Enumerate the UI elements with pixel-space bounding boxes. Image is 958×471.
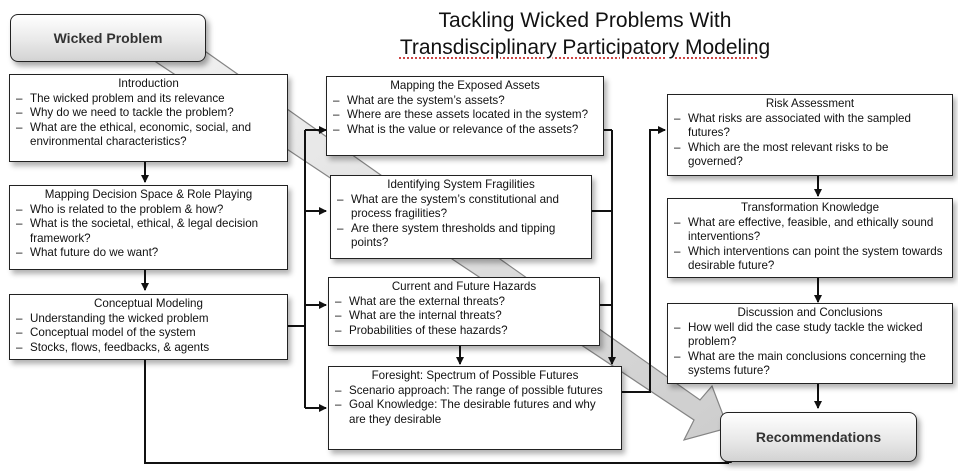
list-item: The wicked problem and its relevance <box>16 92 281 107</box>
list-item: Understanding the wicked problem <box>16 312 281 327</box>
list-item: What future do we want? <box>16 246 281 261</box>
list-item: How well did the case study tackle the w… <box>674 321 946 350</box>
system-fragilities-title: Identifying System Fragilities <box>387 178 535 191</box>
discussion-box: Discussion and Conclusions How well did … <box>667 303 953 384</box>
list-item: What are the system’s constitutional and… <box>337 193 585 222</box>
list-item: Probabilities of these hazards? <box>335 324 593 339</box>
transformation-knowledge-box: Transformation Knowledge What are effect… <box>667 198 953 278</box>
wicked-problem-label: Wicked Problem <box>53 30 163 46</box>
list-item: What are the internal threats? <box>335 309 593 324</box>
introduction-title: Introduction <box>118 77 179 90</box>
wicked-problem-pill: Wicked Problem <box>10 14 206 62</box>
list-item: Conceptual model of the system <box>16 326 281 341</box>
list-item: What is the value or relevance of the as… <box>333 123 597 138</box>
transformation-knowledge-title: Transformation Knowledge <box>740 201 880 214</box>
page-title: Tackling Wicked Problems With Transdisci… <box>350 7 820 61</box>
mapping-exposed-assets-box: Mapping the Exposed Assets What are the … <box>326 76 604 156</box>
list-item: Are there system thresholds and tipping … <box>337 222 585 251</box>
list-item: What are the external threats? <box>335 295 593 310</box>
foresight-title: Foresight: Spectrum of Possible Futures <box>371 369 579 382</box>
title-line-2: Transdisciplinary Participatory Modeling <box>399 36 771 59</box>
list-item: What is the societal, ethical, & legal d… <box>16 217 281 246</box>
list-item: What are the ethical, economic, social, … <box>16 121 281 150</box>
mapping-decision-space-title: Mapping Decision Space & Role Playing <box>44 188 253 201</box>
mapping-decision-space-box: Mapping Decision Space & Role Playing Wh… <box>9 185 288 270</box>
list-item: Scenario approach: The range of possible… <box>335 384 615 399</box>
hazards-title: Current and Future Hazards <box>391 280 537 293</box>
conceptual-modeling-box: Conceptual Modeling Understanding the wi… <box>9 294 288 360</box>
list-item: What are effective, feasible, and ethica… <box>674 216 946 245</box>
list-item: What are the main conclusions concerning… <box>674 350 946 379</box>
hazards-box: Current and Future Hazards What are the … <box>328 277 600 346</box>
list-item: Which are the most relevant risks to be … <box>674 141 946 170</box>
arrow-foresight-to-risk <box>622 126 666 393</box>
risk-assessment-box: Risk Assessment What risks are associate… <box>667 94 953 176</box>
conceptual-modeling-title: Conceptual Modeling <box>94 297 203 310</box>
list-item: What risks are associated with the sampl… <box>674 112 946 141</box>
system-fragilities-box: Identifying System Fragilities What are … <box>330 175 592 259</box>
recommendations-label: Recommendations <box>755 429 882 445</box>
list-item: Where are these assets located in the sy… <box>333 108 597 123</box>
list-item: Goal Knowledge: The desirable futures an… <box>335 398 615 427</box>
list-item: What are the system’s assets? <box>333 94 597 109</box>
title-line-1: Tackling Wicked Problems With <box>438 9 732 32</box>
list-item: Who is related to the problem & how? <box>16 203 281 218</box>
mapping-exposed-assets-title: Mapping the Exposed Assets <box>390 79 540 92</box>
discussion-title: Discussion and Conclusions <box>737 306 883 319</box>
list-item: Why do we need to tackle the problem? <box>16 106 281 121</box>
recommendations-pill: Recommendations <box>720 412 917 462</box>
foresight-box: Foresight: Spectrum of Possible Futures … <box>328 366 622 450</box>
introduction-box: Introduction The wicked problem and its … <box>9 74 288 162</box>
list-item: Stocks, flows, feedbacks, & agents <box>16 341 281 356</box>
risk-assessment-title: Risk Assessment <box>765 97 855 110</box>
list-item: Which interventions can point the system… <box>674 245 946 274</box>
